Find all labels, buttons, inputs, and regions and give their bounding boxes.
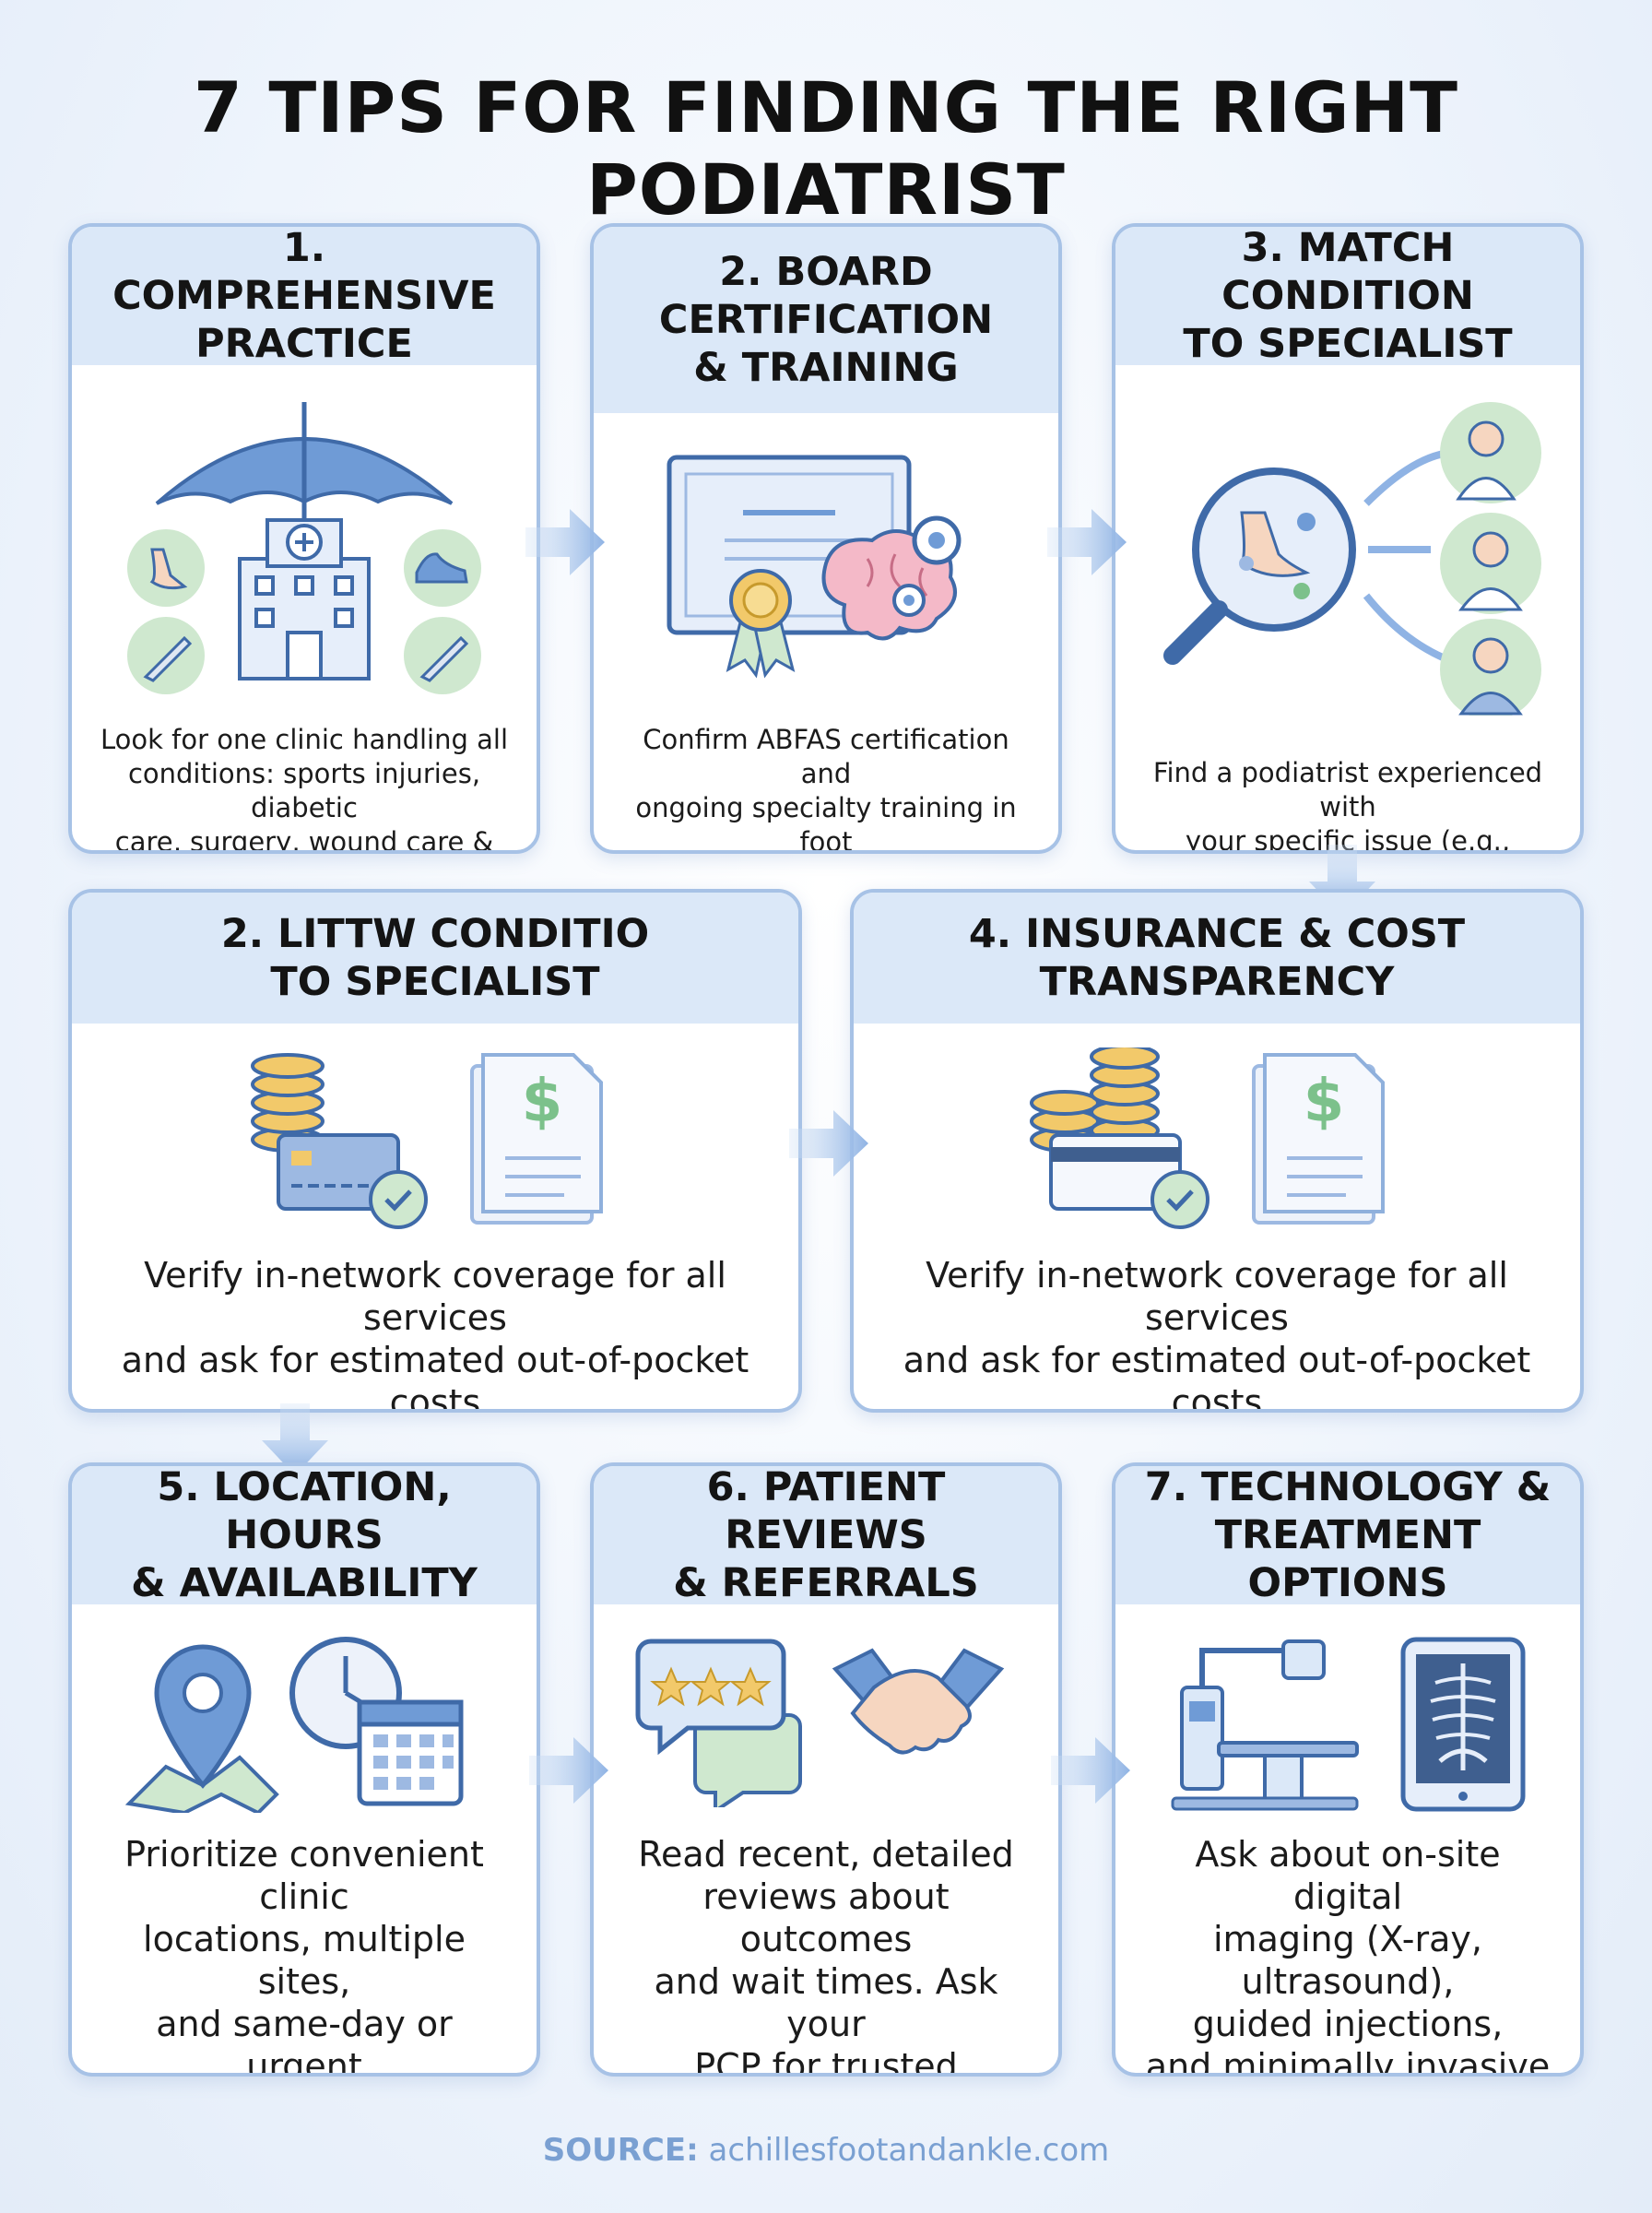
doctor-runner-icon	[1440, 402, 1541, 503]
handshake-icon	[832, 1648, 1005, 1755]
reviews-referrals-illustration	[635, 1639, 1005, 1807]
tip-card-8: 7. TECHNOLOGY & TREATMENT OPTIONS Ask	[1112, 1462, 1584, 2077]
tip-heading-2: 2. BOARD CERTIFICATION & TRAINING	[594, 227, 1058, 413]
doctor-icon	[1440, 619, 1541, 716]
award-ribbon-icon	[726, 569, 796, 679]
magnifier-foot-icon	[1163, 467, 1356, 665]
svg-text:$: $	[1304, 1068, 1345, 1136]
umbrella-icon	[155, 402, 454, 522]
technology-illustration	[1171, 1637, 1526, 1812]
match-specialist-illustration	[1163, 402, 1541, 716]
review-chat-stars-icon	[635, 1639, 802, 1807]
hospital-building-icon	[238, 518, 371, 680]
tip-text-1: Look for one clinic handling all conditi…	[100, 724, 509, 854]
certification-illustration	[667, 455, 962, 679]
tip-text-6: Prioritize convenient clinic locations, …	[124, 1834, 484, 2077]
dollar-document-icon: $	[1252, 1053, 1385, 1225]
coins-card-check-icon	[1030, 1047, 1210, 1229]
scalpel-icon	[127, 617, 205, 694]
tip-card-1: 1. COMPREHENSIVE PRACTICE	[68, 223, 540, 854]
clock-calendar-icon	[289, 1637, 464, 1806]
senior-doctor-icon	[1440, 513, 1541, 614]
tip-card-3: 3. MATCH CONDITION TO SPECIALIST Find a …	[1112, 223, 1584, 854]
sneaker-icon	[404, 529, 481, 607]
xray-tablet-icon	[1400, 1637, 1526, 1812]
page-title: 7 TIPS FOR FINDING THE RIGHT PODIATRIST	[194, 66, 1458, 231]
tip-text-3: Find a podiatrist experienced with your …	[1152, 757, 1543, 854]
tip-heading-7: 6. PATIENT REVIEWS & REFERRALS	[594, 1466, 1058, 1606]
tip-text-2: Confirm ABFAS certification and ongoing …	[635, 724, 1017, 854]
imaging-machine-icon	[1171, 1639, 1359, 1811]
map-pin-icon	[124, 1644, 279, 1813]
svg-text:$: $	[522, 1068, 563, 1136]
arrow-down-icon	[262, 1403, 328, 1475]
location-hours-illustration	[124, 1637, 464, 1813]
tip-heading-4: 2. LITTW CONDITIO TO SPECIALIST	[72, 893, 798, 1024]
foot-icon	[127, 529, 205, 607]
comprehensive-practice-illustration	[127, 402, 481, 694]
tip-text-8: Ask about on-site digital imaging (X-ray…	[1145, 1834, 1551, 2077]
arrow-right-icon	[529, 1737, 608, 1804]
tip-card-2: 2. BOARD CERTIFICATION & TRAINING	[590, 223, 1062, 854]
arrow-right-icon	[525, 509, 605, 575]
tip-card-5: 4. INSURANCE & COST TRANSPARENCY $	[850, 889, 1584, 1413]
arrow-right-icon	[1051, 1737, 1130, 1804]
tip-text-7: Read recent, detailed reviews about outc…	[638, 1834, 1014, 2077]
tip-heading-3: 3. MATCH CONDITION TO SPECIALIST	[1115, 227, 1580, 367]
cost-transparency-illustration: $	[1030, 1047, 1385, 1229]
insurance-illustration: $	[251, 1053, 603, 1229]
coins-card-check-icon	[251, 1053, 428, 1229]
source-label: SOURCE:	[542, 2132, 699, 2169]
source-link[interactable]: achillesfootandankle.com	[708, 2132, 1110, 2169]
tip-text-4: Verify in-network coverage for all servi…	[121, 1255, 749, 1413]
arrow-right-icon	[789, 1110, 868, 1177]
tip-heading-8: 7. TECHNOLOGY & TREATMENT OPTIONS	[1115, 1466, 1580, 1606]
tip-heading-6: 5. LOCATION, HOURS & AVAILABILITY	[72, 1466, 537, 1606]
dollar-document-icon: $	[470, 1053, 603, 1225]
tip-card-6: 5. LOCATION, HOURS & AVAILABILITY	[68, 1462, 540, 2077]
source-credit: SOURCE: achillesfootandankle.com	[0, 2132, 1652, 2169]
tip-card-7: 6. PATIENT REVIEWS & REFERRALS Read rece…	[590, 1462, 1062, 2077]
tip-heading-1: 1. COMPREHENSIVE PRACTICE	[72, 227, 537, 367]
tip-text-5: Verify in-network coverage for all servi…	[903, 1255, 1531, 1413]
arrow-right-icon	[1047, 509, 1127, 575]
tip-card-4: 2. LITTW CONDITIO TO SPECIALIST $	[68, 889, 802, 1413]
scalpel-icon-2	[404, 617, 481, 694]
brain-gears-icon	[821, 515, 962, 641]
tip-heading-5: 4. INSURANCE & COST TRANSPARENCY	[854, 893, 1580, 1024]
